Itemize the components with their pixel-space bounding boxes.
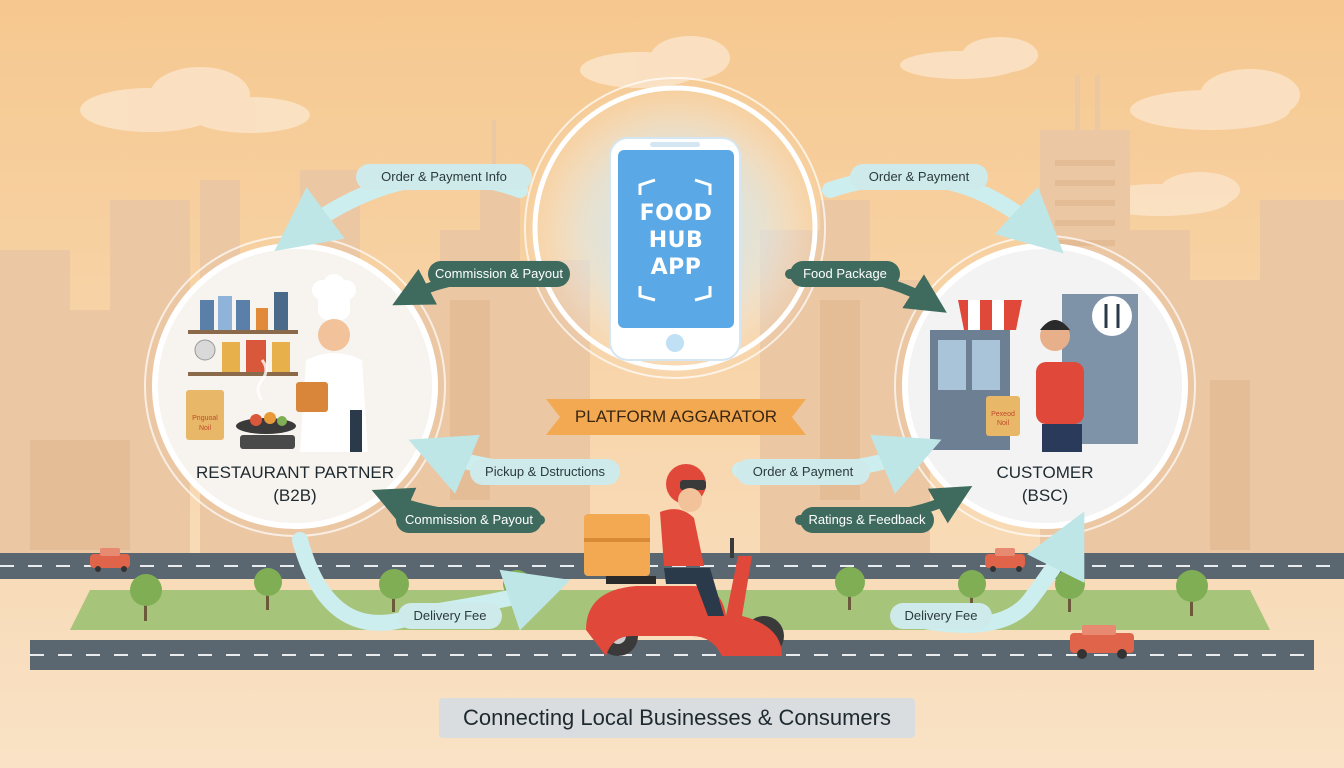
customer-bag-text-1: Pexeod	[991, 411, 1015, 418]
customer-bag-text-2: Noil	[997, 420, 1010, 427]
label-ratings-feedback: Ratings & Feedback	[800, 507, 934, 533]
label-food-package: Food Package	[790, 261, 900, 287]
label-delivery-fee-left: Delivery Fee	[398, 603, 502, 629]
label-delivery-fee-right: Delivery Fee	[890, 603, 992, 629]
customer-scene: Pexeod Noil	[930, 294, 1138, 452]
label-order-payment-info: Order & Payment Info	[356, 164, 532, 190]
restaurant-bag-text-2: Noil	[199, 425, 212, 432]
label-order-payment-top: Order & Payment	[850, 164, 988, 190]
customer-subtitle: (BSC)	[1021, 486, 1069, 505]
tagline: Connecting Local Businesses & Consumers	[439, 698, 915, 738]
restaurant-subtitle: (B2B)	[273, 486, 317, 505]
label-commission-payout-top: Commission & Payout	[428, 261, 570, 287]
restaurant-scene: Pnguoal Noil	[186, 274, 368, 452]
app-name-line-1: FOOD	[639, 201, 713, 226]
app-name-line-3: APP	[650, 255, 702, 280]
label-pickup-instructions: Pickup & Dstructions	[470, 459, 620, 485]
app-name-line-2: HUB	[648, 228, 704, 253]
customer-title: CUSTOMER	[996, 463, 1094, 482]
platform-aggregator-label: PLATFORM AGGARATOR	[574, 407, 778, 426]
restaurant-circle	[152, 243, 438, 529]
cars	[90, 548, 1134, 659]
label-order-payment-bottom: Order & Payment	[736, 459, 870, 485]
label-commission-payout-bottom: Commission & Payout	[396, 507, 542, 533]
platform-banner-ribbon	[546, 399, 806, 435]
clouds	[80, 36, 1300, 216]
delivery-scooter	[584, 464, 784, 656]
phone-screen	[618, 150, 734, 328]
restaurant-title: RESTAURANT PARTNER	[195, 463, 395, 482]
restaurant-bag-text-1: Pnguoal	[192, 415, 218, 422]
app-circle	[532, 85, 818, 371]
phone-illustration	[609, 137, 741, 361]
